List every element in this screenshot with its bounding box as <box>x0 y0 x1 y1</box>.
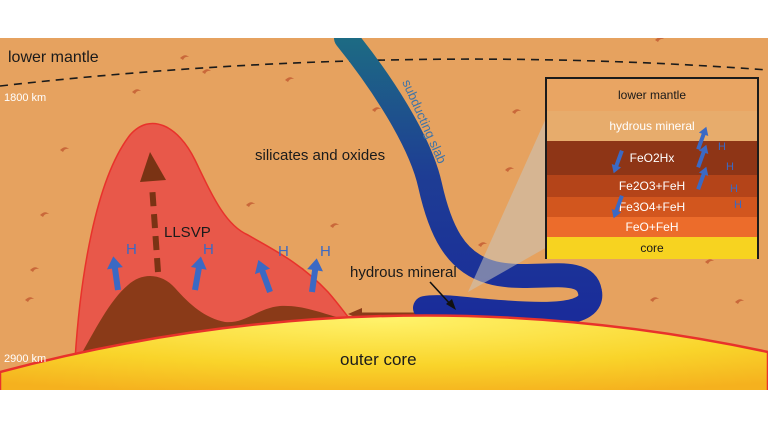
hydrous-mineral-pointer-head <box>446 299 456 310</box>
inset-layer-label: FeO+FeH <box>625 220 678 234</box>
mineral-grain <box>25 297 34 302</box>
inset-layer <box>547 197 757 217</box>
mineral-grain <box>372 107 381 112</box>
inset-layer <box>547 111 757 141</box>
inset-layer-label: Fe3O4+FeH <box>619 200 685 214</box>
mineral-grain <box>30 267 39 272</box>
mineral-grain <box>285 77 294 82</box>
inset-hydrogen-arrow <box>696 144 709 168</box>
mineral-grain <box>60 147 69 152</box>
inset-layer <box>547 79 757 111</box>
inset-layers: lower mantle hydrous mineralFeO2HxFe2O3+F… <box>545 77 759 259</box>
inset-layer <box>547 175 757 197</box>
hydrogen-label: H <box>203 241 214 258</box>
inset-layer-label: core <box>640 241 664 255</box>
hydrogen-arrow <box>307 258 323 293</box>
inset-hydrogen-label: H <box>734 199 742 211</box>
mineral-grain <box>512 109 521 114</box>
hydrogen-label: H <box>320 243 331 260</box>
inset-layer-label: lower mantle <box>618 88 686 102</box>
silicates-oxides-label: silicates and oxides <box>255 147 385 164</box>
mineral-grain <box>505 167 514 172</box>
inset-layer-label: FeO2Hx <box>630 151 675 165</box>
inset-connector <box>468 96 556 292</box>
hydrogen-label: H <box>278 243 289 260</box>
mineral-grain <box>705 259 714 264</box>
inset-layer-label: Fe2O3+FeH <box>619 179 685 193</box>
mineral-grain <box>330 223 339 228</box>
subducting-slab <box>334 38 603 326</box>
inset-hydrogen-label: H <box>730 183 738 195</box>
hydrogen-label: H <box>126 241 137 258</box>
upwelling-arrow <box>149 184 161 273</box>
hydrogen-arrow <box>254 260 273 294</box>
outer-core <box>0 314 768 390</box>
boundary-1800km-line <box>0 58 768 87</box>
hydrogen-arrow <box>190 256 207 291</box>
hydrogen-arrow <box>107 256 123 291</box>
lower-mantle-label: lower mantle <box>8 49 99 66</box>
inset-hydrogen-label: H <box>718 141 726 153</box>
mineral-grain <box>650 297 659 302</box>
outer-core-label: outer core <box>340 350 417 369</box>
mineral-grain <box>40 212 49 217</box>
upwelling-arrow-head <box>140 152 166 182</box>
inset-layer <box>547 217 757 237</box>
mineral-grain <box>655 38 664 42</box>
mineral-grain <box>180 55 189 60</box>
mineral-grain <box>202 69 211 74</box>
mineral-grain <box>132 89 141 94</box>
hydrous-mineral-label: hydrous mineral <box>350 264 457 281</box>
inset-hydrogen-arrow <box>696 166 709 190</box>
inset-hydrogen-arrow <box>611 150 624 174</box>
inset-hydrogen-label: H <box>726 161 734 173</box>
inset-layer-label: hydrous mineral <box>609 119 694 133</box>
inset-layer <box>547 141 757 175</box>
inset-layer <box>547 237 757 259</box>
inset-hydrogen-arrow <box>696 126 709 150</box>
hydrous-mineral-pointer <box>429 281 453 307</box>
mineral-grain <box>735 299 744 304</box>
depth-2900-label: 2900 km <box>4 353 46 365</box>
llsvp-label: LLSVP <box>164 224 211 241</box>
depth-1800-label: 1800 km <box>4 92 46 104</box>
mineral-grain <box>246 202 255 207</box>
mineral-grain <box>478 242 487 247</box>
inset-hydrogen-arrow <box>611 195 624 219</box>
